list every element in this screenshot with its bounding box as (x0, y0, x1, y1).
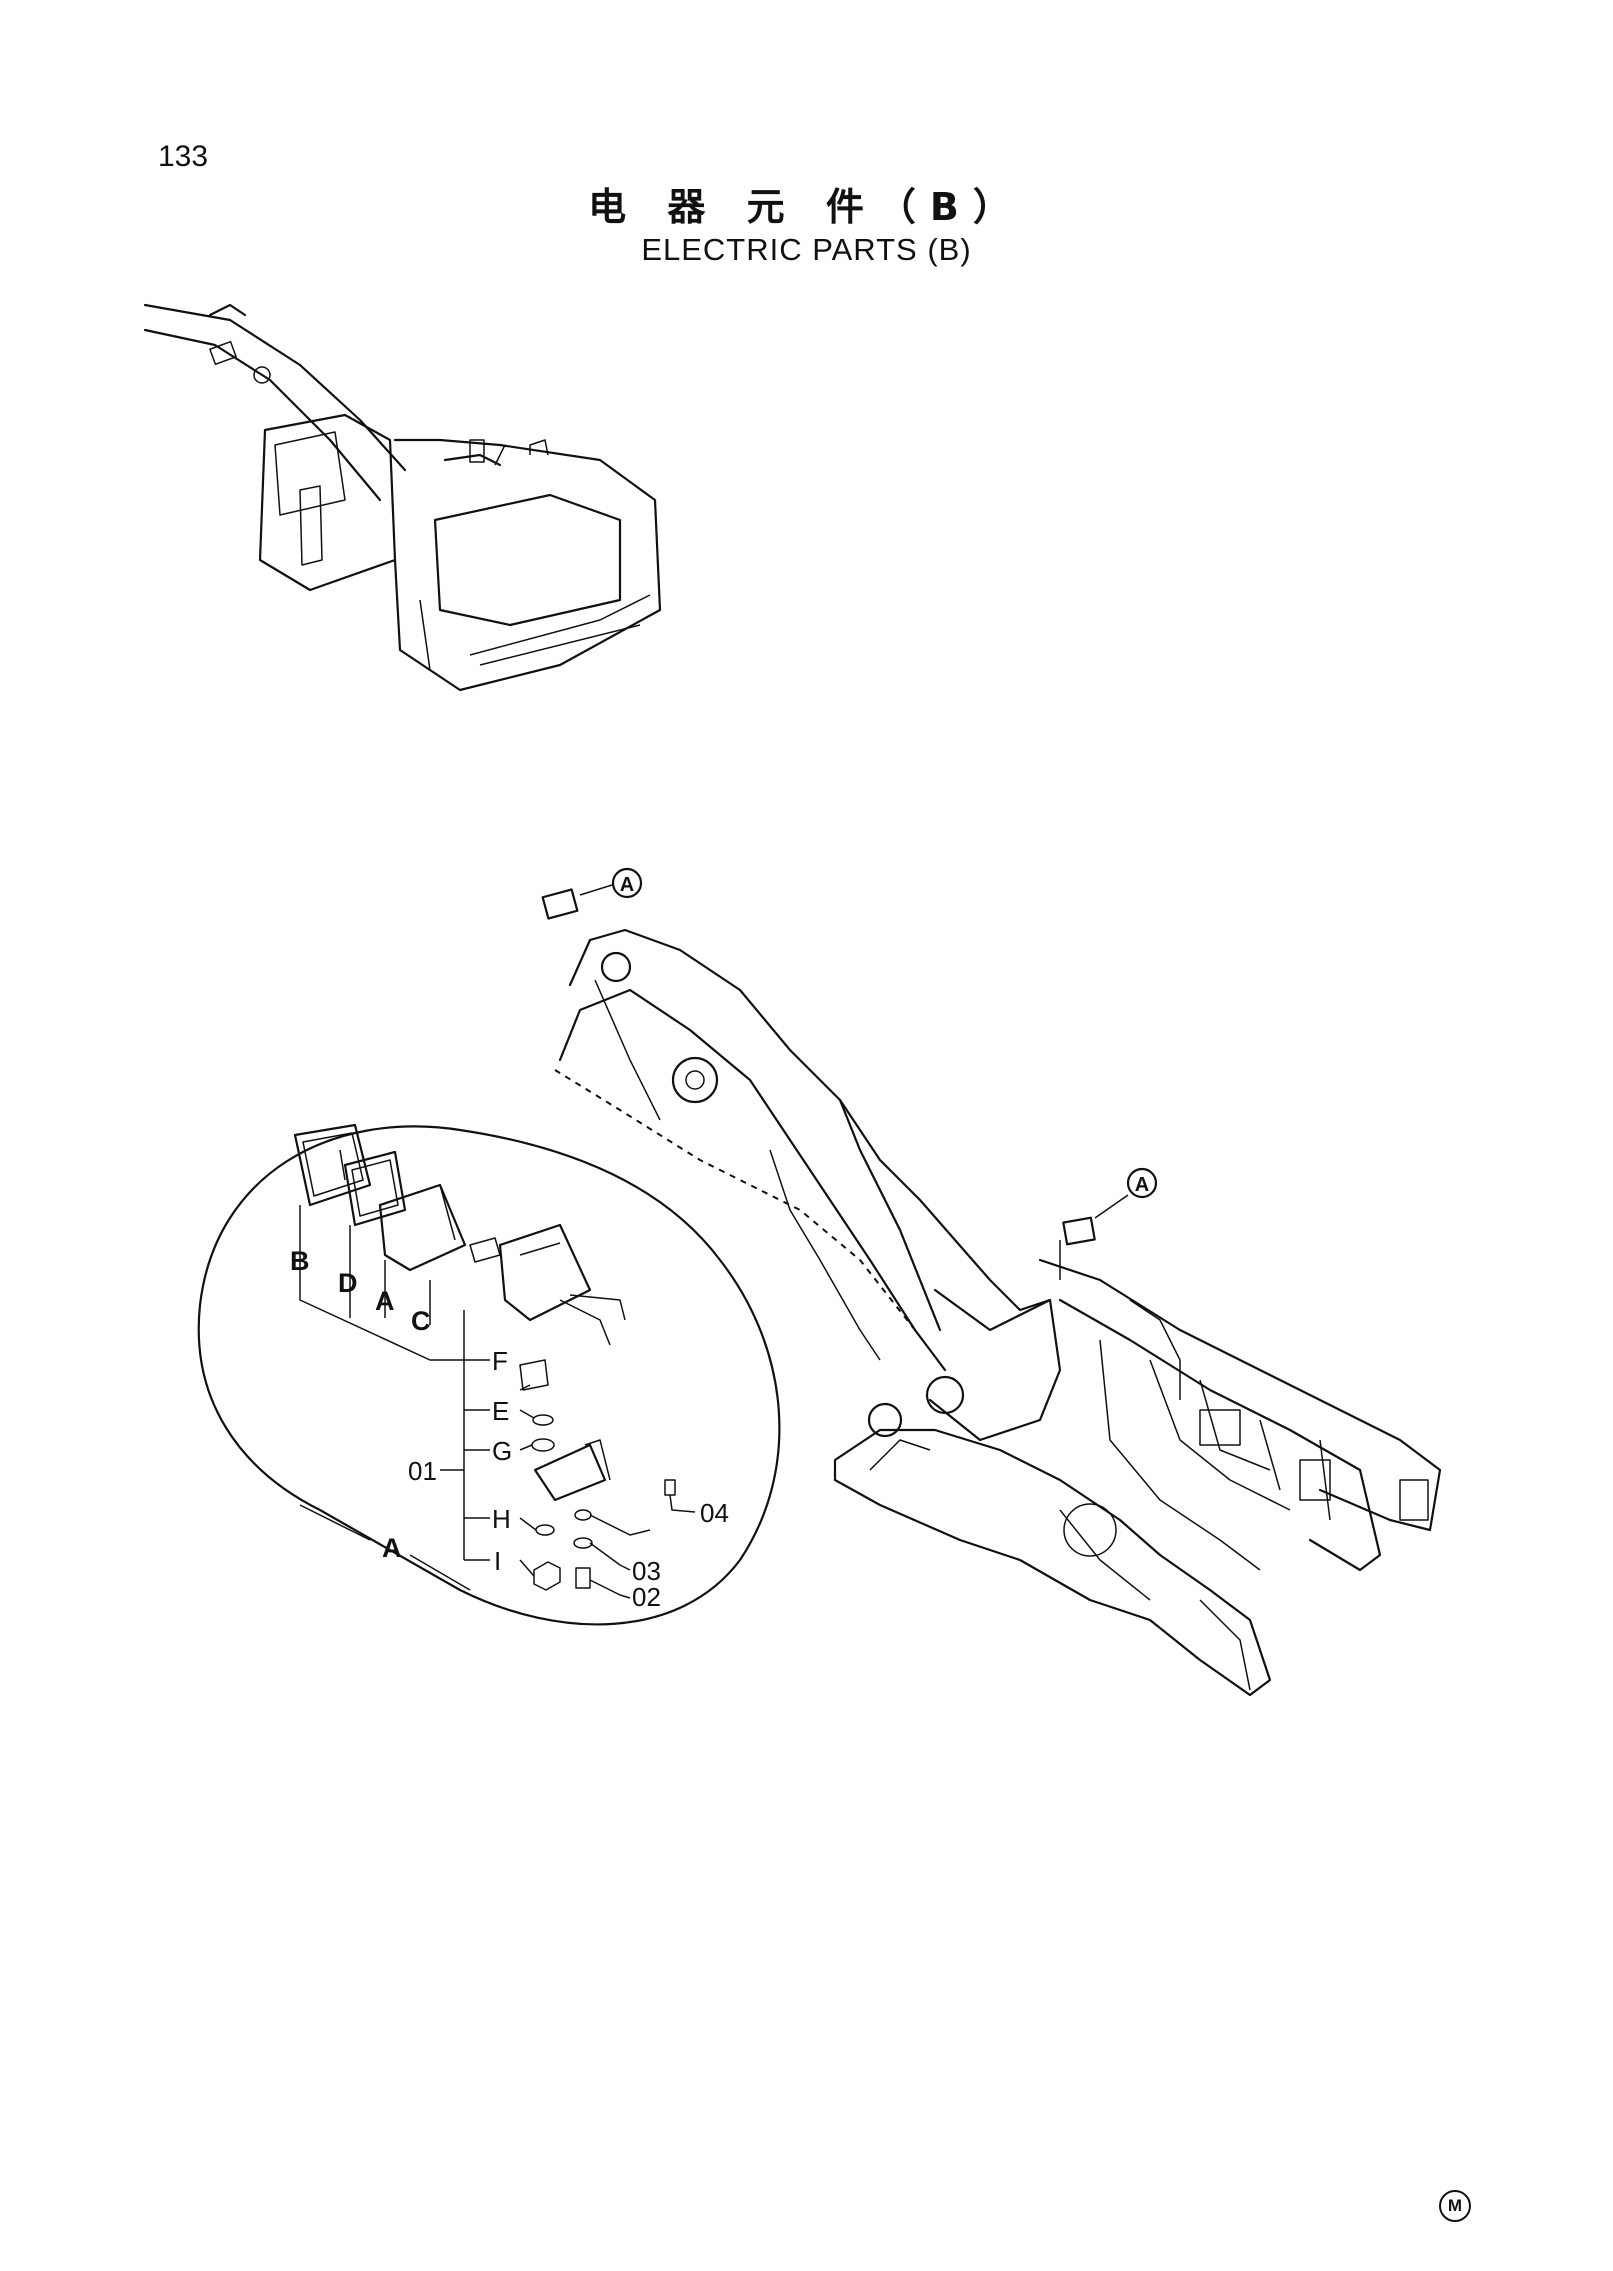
label-03: 03 (632, 1556, 661, 1586)
excavator-overview-drawing (143, 303, 662, 692)
label-a-group: A (382, 1533, 402, 1563)
callout-a-upper: A (541, 867, 643, 920)
label-g: G (492, 1436, 512, 1466)
label-04: 04 (700, 1498, 729, 1528)
worklight-detail-parts (293, 1123, 676, 1591)
label-01: 01 (408, 1456, 437, 1486)
page-number: 133 (158, 140, 209, 173)
label-b: B (290, 1246, 310, 1276)
label-f: F (492, 1346, 508, 1376)
label-i: I (494, 1546, 501, 1576)
page-title-english: ELECTRIC PARTS (B) (641, 232, 972, 267)
page-title-chinese: 电 器 元 件（B） (588, 185, 1025, 229)
label-c: C (411, 1306, 431, 1336)
leader-lines (299, 1205, 696, 1599)
label-a-detail: A (375, 1286, 395, 1316)
label-h: H (492, 1504, 511, 1534)
part-labels: B D A C F E G 01 H I 04 03 02 A (290, 1246, 729, 1612)
callout-a-label-upper: A (620, 874, 634, 896)
label-e: E (492, 1396, 509, 1426)
label-d: D (338, 1268, 358, 1298)
detail-view-oval (197, 1125, 781, 1626)
corner-mark: M (1439, 2190, 1471, 2222)
callout-a-label-lower: A (1135, 1174, 1149, 1196)
boom-frame-drawing (554, 928, 1442, 1697)
callout-a-lower: A (1062, 1167, 1158, 1246)
label-02: 02 (632, 1582, 661, 1612)
